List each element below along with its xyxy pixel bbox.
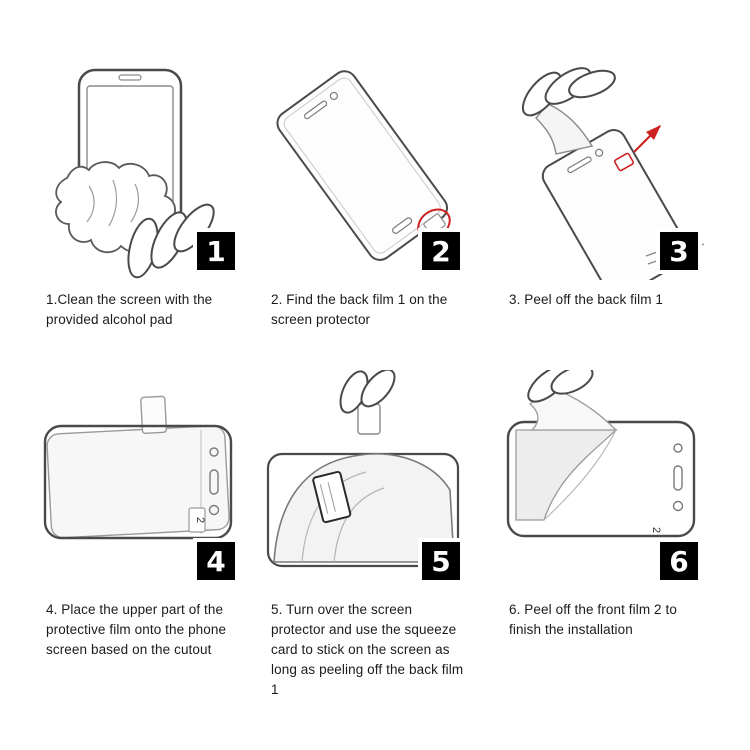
step4-illustration: 2 xyxy=(43,395,233,540)
step-panel-5: 5 5. Turn over the screen protector and … xyxy=(258,370,470,700)
step4-illustration-area: 2 4 xyxy=(33,370,245,590)
film-top-tab xyxy=(140,395,168,434)
speaker-cutout xyxy=(673,465,683,491)
step-number-badge: 3 xyxy=(660,232,698,270)
step-panel-3: 3 3. Peel off the back film 1 xyxy=(496,60,708,310)
camera-cutout xyxy=(673,443,683,453)
step-number: 6 xyxy=(669,544,689,578)
step-number-badge: 5 xyxy=(422,542,460,580)
step6-illustration: 2 xyxy=(506,370,696,538)
hand xyxy=(521,67,616,117)
hand xyxy=(127,203,215,279)
squeeze-card xyxy=(312,470,352,524)
hand-holding-tab xyxy=(339,370,396,435)
step5-illustration xyxy=(266,370,460,568)
step3-illustration-area: 3 xyxy=(496,60,708,280)
step6-illustration-area: 2 6 xyxy=(496,370,708,590)
step3-illustration xyxy=(521,67,705,280)
step-caption: 4. Place the upper part of the protectiv… xyxy=(46,602,227,657)
step-caption: 5. Turn over the screen protector and us… xyxy=(271,602,464,697)
red-tab-and-arrow xyxy=(614,125,661,172)
step-caption: 1.Clean the screen with the provided alc… xyxy=(46,292,213,327)
film-tab-label: 2 xyxy=(650,527,662,533)
step2-illustration xyxy=(276,70,451,261)
step-number: 5 xyxy=(431,544,451,578)
step-number-badge: 2 xyxy=(422,232,460,270)
step5-illustration-area: 5 xyxy=(258,370,470,590)
step-panel-2: 2 2. Find the back film 1 on the screen … xyxy=(258,60,470,330)
step-number: 1 xyxy=(206,234,226,268)
step-caption: 6. Peel off the front film 2 to finish t… xyxy=(509,602,677,637)
back-film-tab xyxy=(423,213,446,236)
film-bottom-tab: 2 xyxy=(188,507,206,533)
screen-protector-sheet xyxy=(276,70,449,261)
film-tab-label: 2 xyxy=(194,517,206,523)
peeling-film-corner xyxy=(535,103,594,155)
step-caption: 3. Peel off the back film 1 xyxy=(509,292,664,307)
front-film-peeling xyxy=(515,387,618,521)
home-button-cutout xyxy=(208,504,220,516)
hand xyxy=(527,370,594,403)
step-panel-6: 2 6 6. Peel off the front film 2 to fini… xyxy=(496,370,708,640)
step-number: 2 xyxy=(431,234,451,268)
film-tab xyxy=(357,403,381,435)
back-film-tab xyxy=(614,152,634,172)
step1-illustration-area: 1 xyxy=(33,60,245,280)
step-panel-4: 2 4 4. Place the upper part of the prote… xyxy=(33,370,245,660)
camera-cutout xyxy=(209,447,219,457)
step-number: 3 xyxy=(669,234,689,268)
home-button-cutout xyxy=(672,500,684,512)
step-number-badge: 1 xyxy=(197,232,235,270)
red-arrow-head xyxy=(646,125,661,140)
protective-film xyxy=(46,395,230,539)
step2-illustration-area: 2 xyxy=(258,60,470,280)
step-panel-1: 1 1.Clean the screen with the provided a… xyxy=(33,60,245,330)
step1-illustration xyxy=(55,68,215,279)
step-number: 4 xyxy=(206,544,226,578)
step-number-badge: 6 xyxy=(660,542,698,580)
step-caption: 2. Find the back film 1 on the screen pr… xyxy=(271,292,448,327)
speaker-cutout xyxy=(209,469,219,495)
step-number-badge: 4 xyxy=(197,542,235,580)
